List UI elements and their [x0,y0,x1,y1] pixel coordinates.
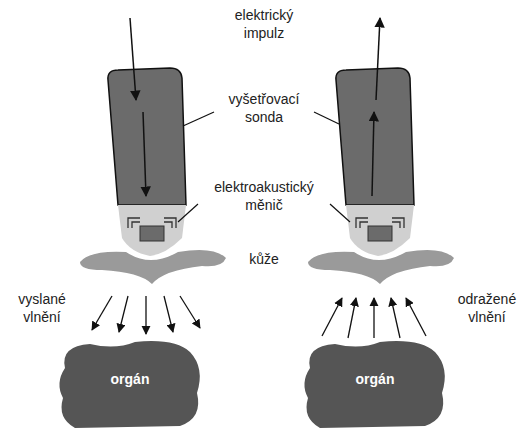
wave-arrows [92,296,426,338]
signal-arrows [130,18,380,196]
wave-label: vyslané vlnění [9,290,75,326]
organ-label: orgán [55,371,205,387]
signal-label: elektrický impulz [222,6,306,42]
organ-label: orgán [300,371,450,387]
probe-right [308,68,454,284]
organ-shape: orgán [55,338,205,428]
part-label: elektroakustický měnič [202,178,326,214]
part-label: vyšetřovací sonda [219,90,309,126]
probe-left [80,68,226,284]
part-label: kůže [234,250,294,268]
leader-lines [178,112,350,222]
organ-shape: orgán [300,338,450,428]
wave-label: odražené vlnění [452,290,522,326]
